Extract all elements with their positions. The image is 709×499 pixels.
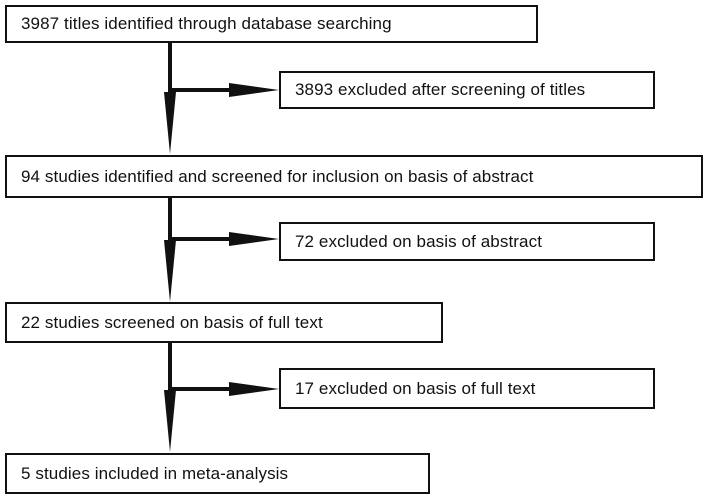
flow-box-label: 17 excluded on basis of full text	[295, 378, 536, 398]
connector-branch-exclusion-3	[168, 387, 230, 391]
flow-box-label: 94 studies identified and screened for i…	[21, 166, 534, 186]
flow-box-studies-screened-abstract: 94 studies identified and screened for i…	[5, 155, 703, 198]
flow-box-label: 5 studies included in meta-analysis	[21, 463, 289, 483]
flow-box-studies-fulltext: 22 studies screened on basis of full tex…	[5, 302, 443, 343]
connector-line-stage1-stage2	[168, 43, 172, 90]
flow-box-excluded-fulltext: 17 excluded on basis of full text	[279, 368, 655, 409]
connector-line-stage3-stage4	[168, 343, 172, 389]
flow-box-titles-identified: 3987 titles identified through database …	[5, 5, 538, 43]
flow-box-label: 3893 excluded after screening of titles	[295, 80, 586, 100]
arrow-right-icon	[229, 382, 279, 396]
connector-line-stage2-stage3	[168, 198, 172, 239]
flow-box-excluded-abstract: 72 excluded on basis of abstract	[279, 222, 655, 261]
flow-box-label: 22 studies screened on basis of full tex…	[21, 312, 323, 332]
flow-box-studies-included: 5 studies included in meta-analysis	[5, 453, 430, 494]
flow-box-excluded-titles: 3893 excluded after screening of titles	[279, 71, 655, 109]
connector-branch-exclusion-1	[168, 88, 230, 92]
arrow-down-icon	[164, 390, 176, 452]
arrow-right-icon	[229, 83, 279, 97]
connector-branch-exclusion-2	[168, 237, 230, 241]
arrow-down-icon	[164, 92, 176, 154]
arrow-right-icon	[229, 232, 279, 246]
arrow-down-icon	[164, 240, 176, 302]
flow-box-label: 3987 titles identified through database …	[21, 14, 392, 34]
flow-box-label: 72 excluded on basis of abstract	[295, 231, 543, 251]
